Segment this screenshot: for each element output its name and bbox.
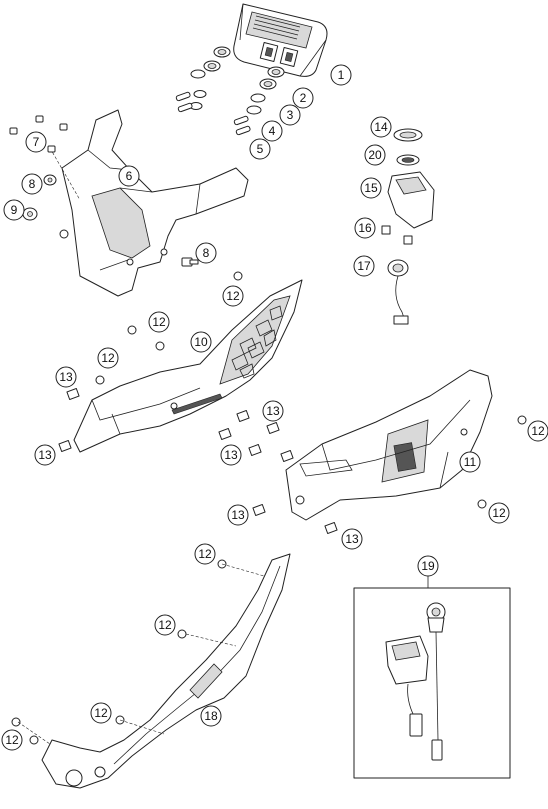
svg-text:12: 12 [226, 289, 240, 303]
screw-set-part [175, 91, 251, 136]
svg-text:12: 12 [152, 315, 166, 329]
callout-12-i: 12 [1, 729, 23, 751]
wiring-harness-inset [353, 576, 511, 779]
callout-19: 19 [417, 555, 439, 577]
svg-text:14: 14 [374, 120, 388, 134]
svg-text:16: 16 [358, 221, 372, 235]
callout-13-d: 13 [220, 444, 242, 466]
instrument-cluster-part [233, 3, 328, 77]
callout-12-d: 12 [527, 420, 548, 442]
svg-text:3: 3 [287, 108, 294, 122]
callout-12-c: 12 [97, 347, 119, 369]
svg-text:7: 7 [33, 135, 40, 149]
svg-text:15: 15 [364, 181, 378, 195]
callout-12-h: 12 [90, 702, 112, 724]
callout-2: 2 [292, 87, 314, 109]
svg-text:1: 1 [338, 68, 345, 82]
callout-8-bolt: 8 [195, 242, 217, 264]
svg-text:2: 2 [300, 91, 307, 105]
callout-12-g: 12 [154, 614, 176, 636]
callout-5: 5 [249, 138, 271, 160]
svg-text:12: 12 [94, 706, 108, 720]
svg-text:17: 17 [357, 259, 371, 273]
svg-text:12: 12 [198, 547, 212, 561]
callout-13-c: 13 [262, 400, 284, 422]
callout-13-f: 13 [341, 528, 363, 550]
frame-guard-part [17, 553, 291, 789]
svg-text:13: 13 [231, 508, 245, 522]
callout-14: 14 [370, 116, 392, 138]
ignition-lock-part [381, 128, 435, 325]
svg-text:5: 5 [257, 142, 264, 156]
svg-text:6: 6 [126, 169, 133, 183]
callout-8-bracket: 8 [21, 173, 43, 195]
svg-text:13: 13 [59, 370, 73, 384]
svg-text:12: 12 [101, 351, 115, 365]
grommet-set-part [189, 46, 285, 115]
callout-12-b: 12 [148, 311, 170, 333]
svg-text:13: 13 [224, 448, 238, 462]
svg-text:12: 12 [5, 733, 19, 747]
svg-text:13: 13 [266, 404, 280, 418]
screw-part [9, 115, 68, 153]
bolt-part [181, 257, 199, 267]
svg-text:18: 18 [204, 709, 218, 723]
callout-17: 17 [353, 255, 375, 277]
callout-16: 16 [354, 217, 376, 239]
svg-text:13: 13 [345, 532, 359, 546]
callout-6: 6 [118, 165, 140, 187]
callout-9: 9 [3, 199, 25, 221]
svg-text:12: 12 [492, 506, 506, 520]
callout-13-b: 13 [34, 444, 56, 466]
side-cover-left-part [73, 279, 303, 453]
callout-15: 15 [360, 177, 382, 199]
callout-1: 1 [330, 64, 352, 86]
svg-text:10: 10 [194, 335, 208, 349]
callout-11: 11 [459, 451, 481, 473]
callout-3: 3 [279, 104, 301, 126]
callout-20: 20 [364, 144, 386, 166]
callout-10: 10 [190, 331, 212, 353]
svg-text:13: 13 [38, 448, 52, 462]
callout-12-f: 12 [194, 543, 216, 565]
callout-12-a: 12 [222, 285, 244, 307]
svg-text:20: 20 [368, 148, 382, 162]
callout-7: 7 [25, 131, 47, 153]
svg-text:4: 4 [269, 124, 276, 138]
callout-13-e: 13 [227, 504, 249, 526]
svg-text:11: 11 [464, 455, 477, 469]
fastener-part [11, 271, 527, 745]
svg-text:8: 8 [203, 246, 210, 260]
callout-12-e: 12 [488, 502, 510, 524]
svg-text:19: 19 [421, 559, 435, 573]
svg-text:12: 12 [531, 424, 545, 438]
side-cover-right-part [285, 369, 493, 521]
svg-text:9: 9 [11, 203, 18, 217]
callout-4: 4 [261, 120, 283, 142]
svg-text:8: 8 [29, 177, 36, 191]
nut-part [22, 174, 57, 221]
svg-text:12: 12 [158, 618, 172, 632]
callout-13-a: 13 [55, 366, 77, 388]
instrument-bracket-part [49, 109, 249, 297]
callout-18: 18 [200, 705, 222, 727]
clip-nut-part [58, 388, 338, 534]
